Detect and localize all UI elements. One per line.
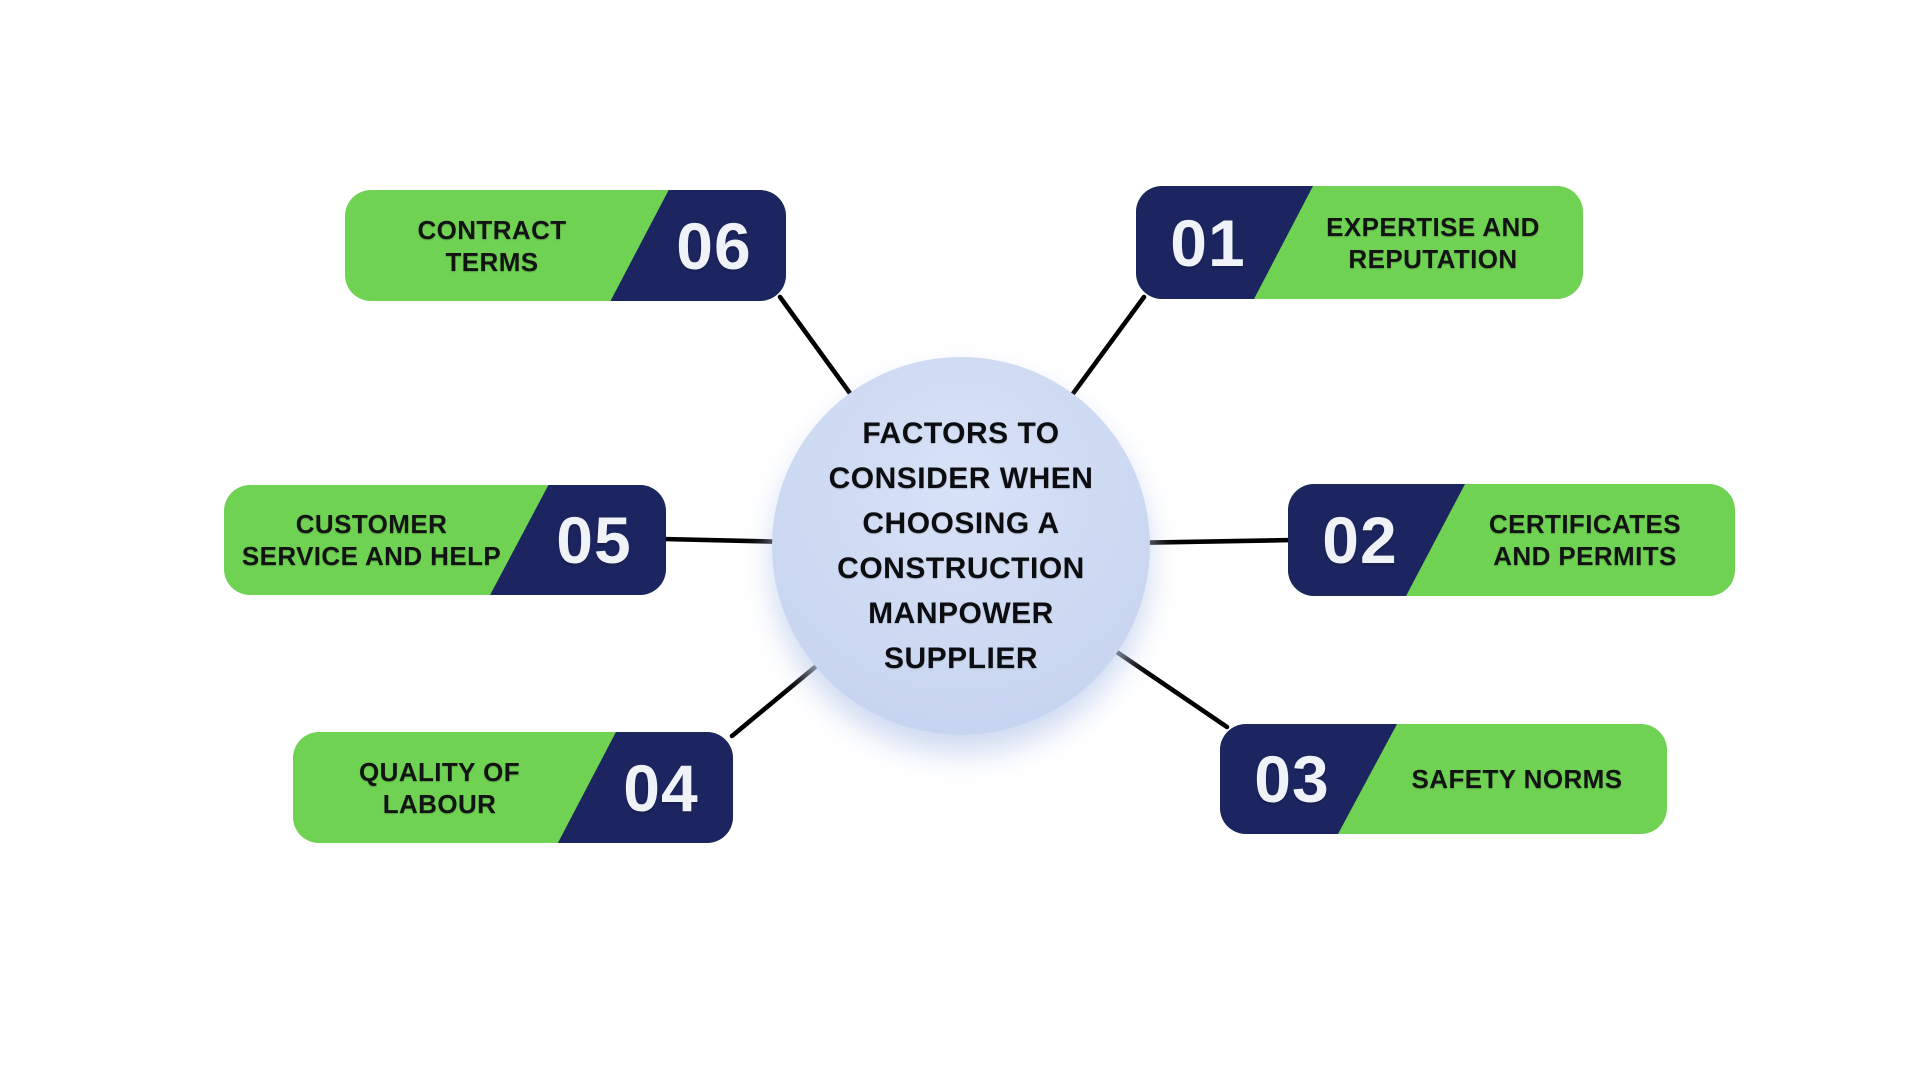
factor-card-02: 02 CERTIFICATES AND PERMITS: [1288, 484, 1735, 596]
factor-label: CUSTOMER SERVICE AND HELP: [241, 508, 502, 571]
factor-number: 05: [556, 503, 632, 577]
factor-card-03: 03 SAFETY NORMS: [1220, 724, 1667, 834]
factor-label: EXPERTISE AND REPUTATION: [1326, 211, 1540, 274]
factor-number: 06: [676, 208, 752, 283]
central-topic-title: FACTORS TO CONSIDER WHEN CHOOSING A CONS…: [828, 417, 1094, 675]
factor-number: 03: [1254, 742, 1330, 816]
factor-number: 04: [623, 750, 699, 825]
factor-label: CONTRACT TERMS: [417, 214, 567, 277]
factor-label: SAFETY NORMS: [1411, 763, 1623, 794]
factor-card-05: 05 CUSTOMER SERVICE AND HELP: [224, 485, 666, 595]
factor-number: 01: [1170, 205, 1246, 280]
factor-label: CERTIFICATES AND PERMITS: [1488, 508, 1682, 571]
factor-label: QUALITY OF LABOUR: [359, 756, 520, 819]
central-topic: FACTORS TO CONSIDER WHEN CHOOSING A CONS…: [772, 357, 1150, 735]
factor-number: 02: [1322, 503, 1398, 577]
factor-card-04: 04 QUALITY OF LABOUR: [293, 732, 733, 843]
factor-card-01: 01 EXPERTISE AND REPUTATION: [1136, 186, 1583, 299]
factor-card-06: 06 CONTRACT TERMS: [345, 190, 786, 301]
